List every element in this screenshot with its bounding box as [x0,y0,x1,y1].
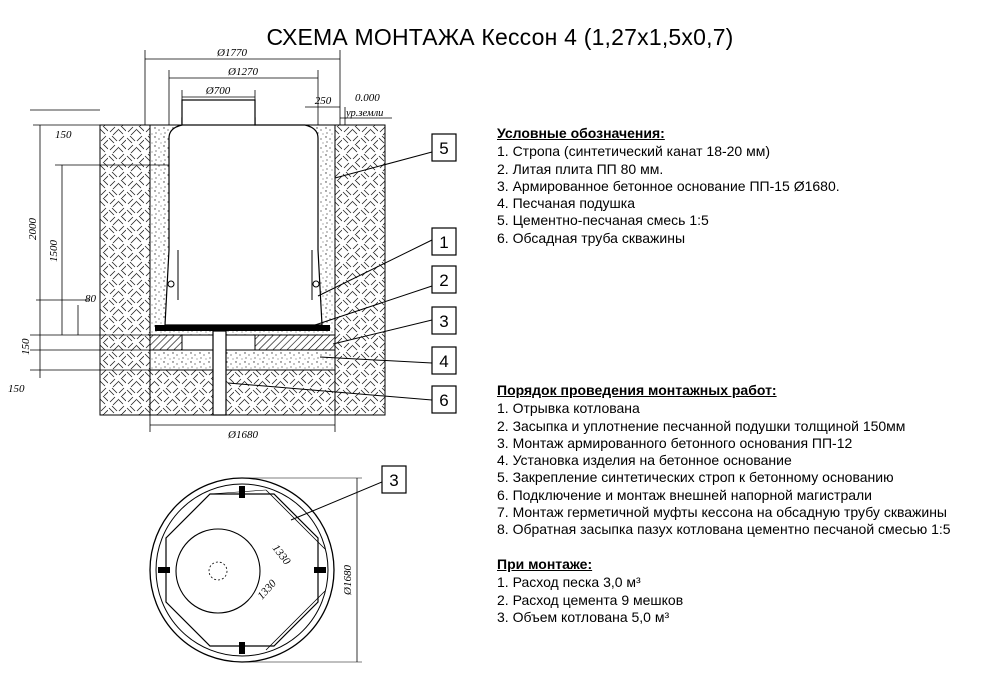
installation-item: 3. Объем котлована 5,0 м³ [497,608,670,625]
caisson-neck [181,99,256,126]
procedure-item: 5. Закрепление синтетических строп к бет… [497,469,894,486]
legend-item: 2. Литая плита ПП 80 мм. [497,160,664,177]
dim-700: Ø700 [205,85,231,97]
dim-1500: 1500 [48,240,60,263]
legend-item: 5. Цементно-песчаная смесь 1:5 [497,212,709,229]
dim-1770: Ø1770 [216,47,247,59]
procedure-block: Порядок проведения монтажных работ: 1. О… [497,382,951,539]
legend-block: Условные обозначения: 1. Стропа (синтети… [497,125,840,247]
concrete-base-left [149,334,183,351]
ground-level-label: ур.земли [345,108,383,119]
dim-1680-section: Ø1680 [227,429,258,441]
callout-6: 6 [439,391,448,410]
dim-150-bottom: 150 [8,383,25,395]
soil-left [99,124,151,416]
callout-2: 2 [439,271,448,290]
sand-cushion [149,349,336,371]
procedure-item: 7. Монтаж герметичной муфты кессона на о… [497,504,947,521]
drawing-title: СХЕМА МОНТАЖА Кессон 4 (1,27x1,5x0,7) [266,24,734,50]
legend-item: 6. Обсадная труба скважины [497,229,686,246]
dim-1270: Ø1270 [227,66,258,78]
procedure-item: 8. Обратная засыпка пазух котлована цеме… [497,521,951,538]
callout-plan-3: 3 [389,471,398,490]
installation-block: При монтаже: 1. Расход песка 3,0 м³ 2. Р… [497,556,683,626]
caisson-body [164,117,323,326]
installation-item: 1. Расход песка 3,0 м³ [497,574,641,591]
dim-2000: 2000 [27,218,39,241]
procedure-heading: Порядок проведения монтажных работ: [497,382,777,398]
callout-5: 5 [439,139,448,158]
dim-150-mid: 150 [20,338,32,355]
dim-80: 80 [85,293,97,305]
legend-item: 4. Песчаная подушка [497,195,636,212]
installation-item: 2. Расход цемента 9 мешков [497,591,684,608]
legend-item: 1. Стропа (синтетический канат 18-20 мм) [497,143,771,160]
casing-pipe [212,330,227,416]
soil-right [334,124,386,416]
sling-loop-left [167,280,175,288]
procedure-item: 4. Установка изделия на бетонное основан… [497,452,792,469]
base-plan-view: 1330 1330 Ø1680 3 [149,465,407,663]
dim-1680-plan: Ø1680 [342,565,354,596]
procedure-item: 6. Подключение и монтаж внешней напорной… [497,486,872,503]
concrete-base-right [254,334,336,351]
callout-1: 1 [439,233,448,252]
procedure-item: 1. Отрывка котлована [497,400,640,417]
callout-3: 3 [439,312,448,331]
procedure-item: 3. Монтаж армированного бетонного основа… [497,434,853,451]
dim-150-top: 150 [55,129,72,141]
soil-bottom [149,369,336,416]
callout-4: 4 [439,352,448,371]
legend-heading: Условные обозначения: [497,125,665,141]
dim-250: 250 [315,95,332,107]
cast-pp-plate [155,325,330,331]
installation-heading: При монтаже: [497,556,593,572]
level-value: 0.000 [355,92,380,104]
sling-loop-right [312,280,320,288]
legend-item: 3. Армированное бетонное основание ПП-15… [497,177,840,194]
procedure-item: 2. Засыпка и уплотнение песчанной подушк… [497,417,906,434]
